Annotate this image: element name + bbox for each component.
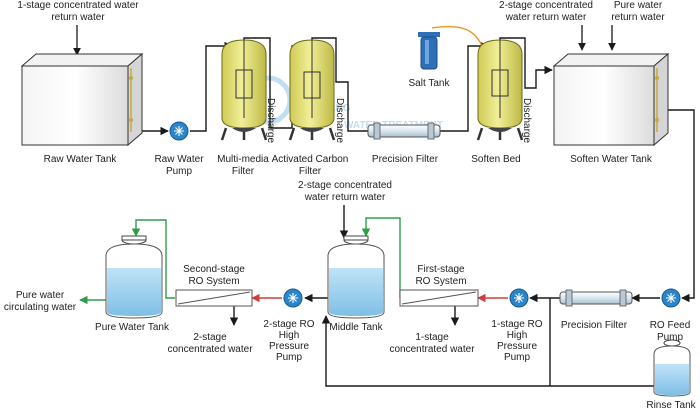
middle-tank bbox=[327, 235, 385, 319]
stage2-pump-label-line3: Pressure bbox=[269, 341, 309, 352]
pure-return-line1: Pure water bbox=[614, 0, 663, 11]
second-stage-ro-membrane bbox=[175, 289, 253, 307]
discharge-label-2: Discharge bbox=[334, 98, 345, 143]
stage1-return-label-line2: return water bbox=[51, 12, 105, 23]
second-stage-ro-label-line1: Second-stage bbox=[183, 264, 245, 275]
stage1-pump-label-line2: High bbox=[507, 330, 528, 341]
stage2-return-mid-line1: 2-stage concentrated bbox=[298, 180, 392, 191]
pure-water-circulating-line1: Pure water bbox=[16, 290, 65, 301]
stage1-concentrated-line1: 1-stage bbox=[415, 332, 449, 343]
multimedia-filter-label-line1: Multi-media bbox=[217, 154, 269, 165]
activated-carbon-filter-label-line1: Activated Carbon bbox=[272, 154, 349, 165]
stage2-concentrated-line1: 2-stage bbox=[193, 332, 227, 343]
first-stage-ro-label-line1: First-stage bbox=[417, 264, 465, 275]
labels: 1-stage concentrated water return water … bbox=[4, 0, 697, 411]
pure-water-tank-label: Pure Water Tank bbox=[95, 322, 170, 333]
stage2-concentrated-line2: concentrated water bbox=[167, 344, 253, 355]
second-stage-ro-label-line2: RO System bbox=[188, 276, 239, 287]
soften-bed bbox=[476, 39, 524, 141]
stage2-pump-label-line1: 2-stage RO bbox=[263, 319, 314, 330]
stage2-return-top-line1: 2-stage concentrated bbox=[499, 0, 593, 11]
multimedia-filter-label-line2: Filter bbox=[232, 166, 255, 177]
soften-bed-label: Soften Bed bbox=[471, 154, 520, 165]
soften-water-tank-label: Soften Water Tank bbox=[570, 154, 653, 165]
stage1-pump-icon bbox=[509, 288, 529, 308]
precision-filter-top-label: Precision Filter bbox=[372, 154, 439, 165]
pure-water-tank bbox=[105, 235, 163, 319]
activated-carbon-filter bbox=[288, 39, 336, 141]
ro-feed-pump-label-line2: Pump bbox=[657, 332, 684, 343]
stage1-pump-label-line1: 1-stage RO bbox=[491, 319, 542, 330]
precision-filter-top bbox=[367, 122, 441, 140]
stage1-pump-label-line4: Pump bbox=[504, 352, 531, 363]
soften-water-tank bbox=[552, 52, 670, 147]
pure-water-circulating-line2: circulating water bbox=[4, 302, 77, 313]
ro-feed-pump-label-line1: RO Feed bbox=[650, 320, 691, 331]
raw-water-pump-icon bbox=[169, 121, 189, 141]
discharge-label-1: Discharge bbox=[265, 98, 276, 143]
stage2-pump-icon bbox=[283, 288, 303, 308]
rinse-tank bbox=[653, 339, 691, 397]
raw-water-tank bbox=[20, 52, 144, 147]
salt-tank-label: Salt Tank bbox=[409, 78, 451, 89]
stage2-return-top-line2: water return water bbox=[505, 12, 587, 23]
activated-carbon-filter-label-line2: Filter bbox=[299, 166, 322, 177]
first-stage-ro-label-line2: RO System bbox=[415, 276, 466, 287]
soften-to-feed-pipe bbox=[668, 109, 695, 303]
pure-return-line2: return water bbox=[611, 12, 665, 23]
precision-filter-bottom-label: Precision Filter bbox=[561, 320, 628, 331]
middle-tank-label: Middle Tank bbox=[329, 322, 383, 333]
raw-water-pump-label-line1: Raw Water bbox=[154, 154, 204, 165]
stage2-pump-label-line2: High bbox=[279, 330, 300, 341]
stage1-return-label-line1: 1-stage concentrated water bbox=[17, 0, 139, 11]
discharge-label-3: Discharge bbox=[521, 98, 532, 143]
top-piping bbox=[138, 37, 553, 136]
raw-water-pump-label-line2: Pump bbox=[166, 166, 193, 177]
precision-filter-bottom bbox=[559, 289, 633, 307]
rinse-tank-label: Rinse Tank bbox=[646, 400, 696, 411]
stage1-concentrated-line2: concentrated water bbox=[389, 344, 475, 355]
discharge-markers: Discharge Discharge Discharge bbox=[265, 98, 532, 143]
stage1-pump-label-line3: Pressure bbox=[497, 341, 537, 352]
multimedia-filter bbox=[220, 39, 268, 141]
stage2-pump-label-line4: Pump bbox=[276, 352, 303, 363]
ro-feed-pump-icon bbox=[661, 288, 681, 308]
salt-tank bbox=[418, 32, 440, 70]
raw-water-tank-label: Raw Water Tank bbox=[44, 154, 118, 165]
first-stage-ro-membrane bbox=[399, 289, 479, 307]
stage2-return-mid-line2: water return water bbox=[304, 192, 386, 203]
